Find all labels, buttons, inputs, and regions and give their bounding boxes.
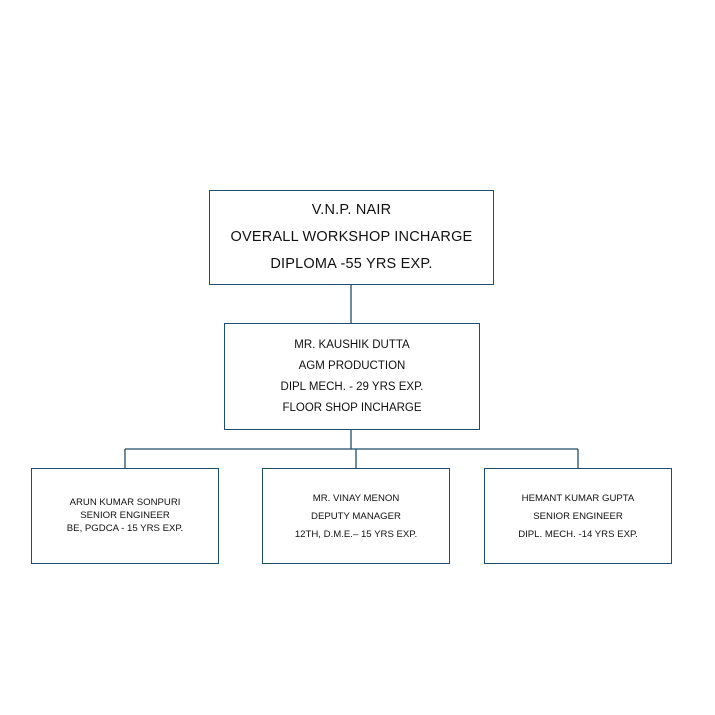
org-node-overall-incharge: V.N.P. NAIR OVERALL WORKSHOP INCHARGE DI… — [209, 190, 494, 285]
node-name: MR. KAUSHIK DUTTA — [294, 338, 410, 351]
node-experience: DIPLOMA -55 YRS EXP. — [270, 256, 433, 272]
node-experience: 12TH, D.M.E.– 15 YRS EXP. — [294, 529, 418, 540]
org-node-senior-engineer-arun: ARUN KUMAR SONPURI SENIOR ENGINEER BE, P… — [31, 468, 219, 564]
node-name: HEMANT KUMAR GUPTA — [521, 493, 635, 504]
node-name: MR. VINAY MENON — [312, 493, 400, 504]
node-role: FLOOR SHOP INCHARGE — [282, 401, 422, 414]
node-title: DEPUTY MANAGER — [311, 511, 401, 522]
org-node-deputy-manager-vinay: MR. VINAY MENON DEPUTY MANAGER 12TH, D.M… — [262, 468, 450, 564]
node-title: SENIOR ENGINEER — [533, 511, 623, 522]
org-node-agm-production: MR. KAUSHIK DUTTA AGM PRODUCTION DIPL ME… — [224, 323, 480, 430]
node-title: AGM PRODUCTION — [298, 359, 406, 372]
node-name: V.N.P. NAIR — [311, 202, 392, 218]
node-experience: DIPL MECH. - 29 YRS EXP. — [280, 380, 424, 393]
node-experience: BE, PGDCA - 15 YRS EXP. — [66, 523, 184, 534]
node-name: ARUN KUMAR SONPURI — [69, 497, 181, 508]
org-node-senior-engineer-hemant: HEMANT KUMAR GUPTA SENIOR ENGINEER DIPL.… — [484, 468, 672, 564]
node-title: OVERALL WORKSHOP INCHARGE — [230, 229, 473, 245]
node-title: SENIOR ENGINEER — [80, 510, 170, 521]
node-experience: DIPL. MECH. -14 YRS EXP. — [518, 529, 638, 540]
